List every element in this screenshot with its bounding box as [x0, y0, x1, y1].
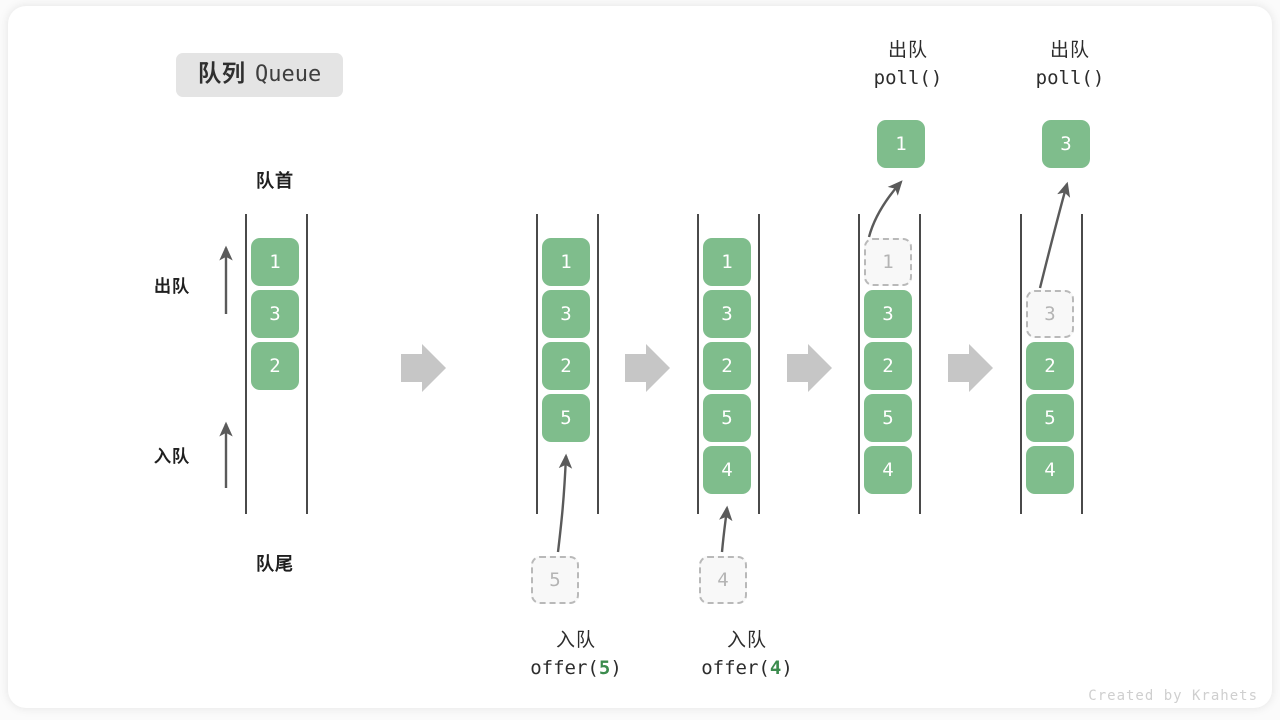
queue-cell: 2 [864, 342, 912, 390]
queue-rail-right-col2 [597, 214, 599, 514]
queue-cell-ghost: 1 [864, 238, 912, 286]
popped-element: 3 [1042, 120, 1090, 168]
diagram-title-cn: 队列 [198, 60, 246, 86]
queue-cell: 2 [703, 342, 751, 390]
queue-cell: 5 [703, 394, 751, 442]
operation-caption-cn: 入队 [726, 630, 768, 651]
queue-cell: 3 [864, 290, 912, 338]
flow-arrow-icon [625, 344, 670, 392]
queue-cell: 4 [1026, 446, 1074, 494]
operation-caption-cn: 出队 [887, 40, 929, 61]
operation-caption-poll-3: 出队 poll() [1036, 38, 1105, 92]
queue-cell: 1 [251, 238, 299, 286]
queue-cell-ghost: 3 [1026, 290, 1074, 338]
flow-arrow-icon [787, 344, 832, 392]
flow-arrow-icon [401, 344, 446, 392]
operation-caption-cn: 入队 [555, 630, 597, 651]
queue-rail-right-col3 [758, 214, 760, 514]
credit-watermark: Created by Krahets [1088, 688, 1258, 704]
queue-cell: 2 [251, 342, 299, 390]
queue-rail-left-col2 [536, 214, 538, 514]
operation-caption-code: poll() [873, 66, 943, 89]
queue-rail-left-col4 [858, 214, 860, 514]
queue-cell: 4 [864, 446, 912, 494]
enqueue-side-label: 入队 [154, 447, 190, 466]
enqueue-insert-arrow-5 [556, 453, 573, 553]
operation-caption-code: offer(5) [530, 656, 622, 679]
queue-cell: 4 [703, 446, 751, 494]
operation-caption-code: poll() [1035, 66, 1105, 89]
operation-caption-offer-4: 入队 offer(4) [701, 628, 793, 682]
incoming-element-ghost: 5 [531, 556, 579, 604]
dequeue-pop-arrow-1 [867, 180, 903, 238]
queue-rear-label: 队尾 [256, 554, 294, 574]
diagram-title-en: Queue [255, 62, 322, 87]
queue-rail-left-col5 [1020, 214, 1022, 514]
queue-cell: 5 [1026, 394, 1074, 442]
queue-cell: 5 [542, 394, 590, 442]
operation-caption-offer-5: 入队 offer(5) [530, 628, 622, 682]
queue-rail-right-col5 [1081, 214, 1083, 514]
queue-cell: 3 [251, 290, 299, 338]
diagram-title-chip: 队列 Queue [176, 53, 344, 97]
queue-cell: 1 [703, 238, 751, 286]
operation-caption-cn: 出队 [1049, 40, 1091, 61]
queue-rail-left-col1 [245, 214, 247, 514]
queue-front-label: 队首 [256, 171, 294, 191]
enqueue-insert-arrow-4 [719, 505, 733, 553]
queue-cell: 2 [542, 342, 590, 390]
queue-cell: 5 [864, 394, 912, 442]
incoming-element-ghost: 4 [699, 556, 747, 604]
queue-cell: 2 [1026, 342, 1074, 390]
queue-cell: 1 [542, 238, 590, 286]
diagram-card: 队列 Queue 队首 队尾 出队 入队 1 3 2 1 3 2 5 5 入队 o… [8, 6, 1272, 708]
operation-caption-poll-1: 出队 poll() [874, 38, 943, 92]
queue-cell: 3 [703, 290, 751, 338]
operation-caption-code: offer(4) [701, 656, 793, 679]
queue-rail-left-col3 [697, 214, 699, 514]
queue-cell: 3 [542, 290, 590, 338]
dequeue-side-label: 出队 [154, 277, 190, 296]
queue-rail-right-col1 [306, 214, 308, 514]
flow-arrow-icon [948, 344, 993, 392]
dequeue-pop-arrow-3 [1038, 181, 1071, 289]
diagram-stage: 队列 Queue 队首 队尾 出队 入队 1 3 2 1 3 2 5 5 入队 o… [8, 6, 1272, 708]
queue-rail-right-col4 [919, 214, 921, 514]
popped-element: 1 [877, 120, 925, 168]
